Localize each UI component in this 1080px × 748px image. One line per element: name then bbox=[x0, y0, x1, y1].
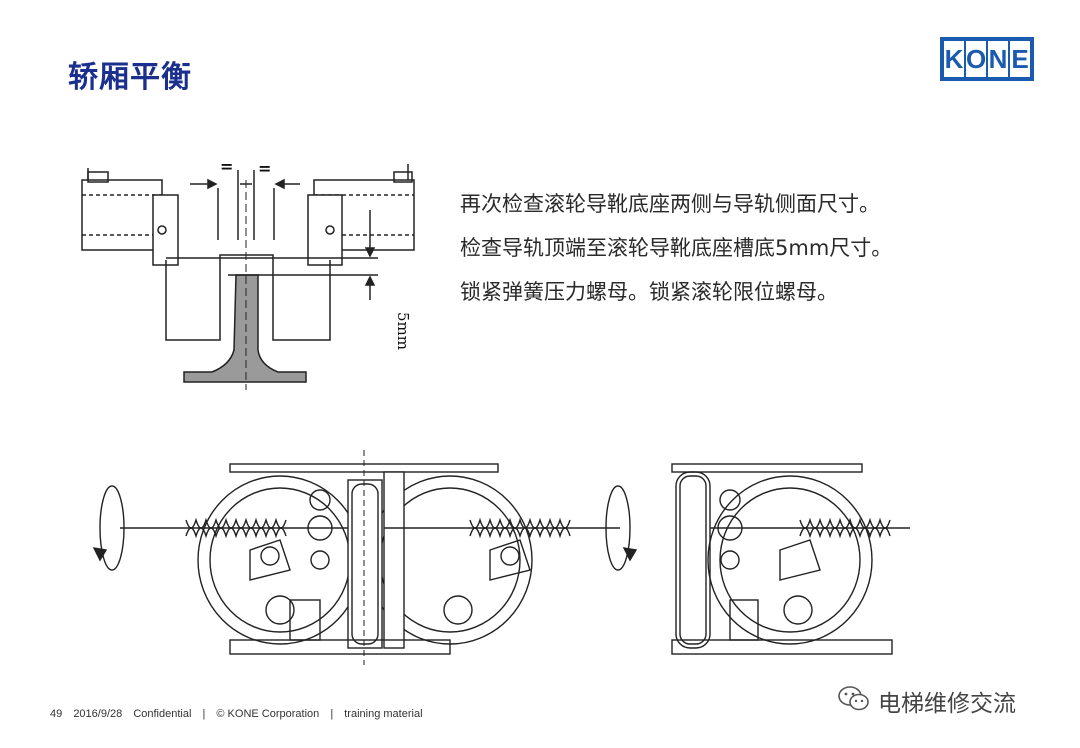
dimension-5mm-label: 5mm bbox=[394, 312, 412, 350]
instruction-line-3: 锁紧弹簧压力螺母。锁紧滚轮限位螺母。 bbox=[460, 280, 838, 304]
footer-separator: | bbox=[330, 708, 334, 720]
instruction-line-2: 检查导轨顶端至滚轮导靴底座槽底5mm尺寸。 bbox=[460, 236, 893, 260]
wechat-icon bbox=[838, 685, 870, 717]
instruction-text: 再次检查滚轮导靴底座两侧与导轨侧面尺寸。 检查导轨顶端至滚轮导靴底座槽底5mm尺… bbox=[460, 182, 1040, 314]
equal-mark-right: = bbox=[258, 159, 271, 178]
roller-guide-shoe-diagrams bbox=[90, 450, 965, 669]
logo-letter-e: E bbox=[1010, 41, 1030, 77]
logo-letter-n: N bbox=[988, 41, 1008, 77]
logo-letter-k: K bbox=[944, 41, 964, 77]
slide-footer: 49 2016/9/28 Confidential | © KONE Corpo… bbox=[50, 708, 431, 720]
guide-shoe-rail-diagram: = = 5mm bbox=[78, 150, 418, 394]
footer-date: 2016/9/28 bbox=[73, 708, 123, 720]
footer-separator: | bbox=[202, 708, 206, 720]
footer-material: training material bbox=[344, 708, 423, 720]
slide-title: 轿厢平衡 bbox=[68, 60, 192, 95]
instruction-line-1: 再次检查滚轮导靴底座两侧与导轨侧面尺寸。 bbox=[460, 192, 880, 216]
equal-mark-left: = bbox=[220, 157, 233, 176]
footer-confidential: Confidential bbox=[133, 708, 192, 720]
page-number: 49 bbox=[50, 708, 63, 720]
watermark: 电梯维修交流 bbox=[838, 684, 1016, 718]
kone-logo: K O N E bbox=[940, 37, 1034, 81]
watermark-text: 电梯维修交流 bbox=[878, 691, 1016, 717]
footer-copyright: © KONE Corporation bbox=[216, 708, 320, 720]
logo-letter-o: O bbox=[966, 41, 986, 77]
